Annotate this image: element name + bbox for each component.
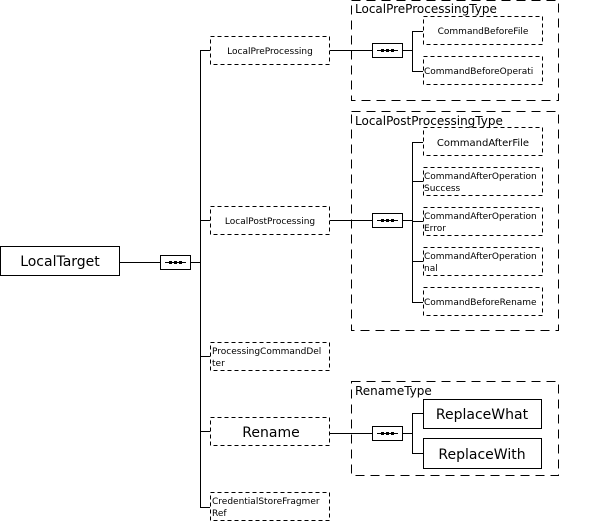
element-replacewhat[interactable]: ReplaceWhat xyxy=(412,399,542,429)
element-label: CommandAfterOperation xyxy=(424,252,537,262)
element-credentialstorefragmentref[interactable]: CredentialStoreFragmer Ref xyxy=(200,492,330,521)
group-title: LocalPostProcessingType xyxy=(355,114,503,128)
element-label-line2: Ref xyxy=(212,509,227,519)
element-localpostprocessing[interactable]: LocalPostProcessing xyxy=(200,206,330,235)
element-commandbeforefile[interactable]: CommandBeforeFile xyxy=(412,16,543,45)
element-label: CommandAfterOperation xyxy=(424,212,537,222)
group-title: LocalPreProcessingType xyxy=(355,2,497,16)
element-label: CommandBeforeFile xyxy=(438,27,529,37)
element-commandafteroperationsuccess[interactable]: CommandAfterOperation Success xyxy=(412,167,543,196)
element-commandafterfile[interactable]: CommandAfterFile xyxy=(412,127,543,156)
root-label: LocalTarget xyxy=(20,254,100,270)
sequence-icon xyxy=(372,43,403,58)
group-localpostprocessingtype: LocalPostProcessingType CommandAfterFile… xyxy=(330,111,559,331)
element-label-line2: Error xyxy=(424,224,446,234)
element-label-line2: nal xyxy=(424,264,438,274)
root-element-localtarget[interactable]: LocalTarget xyxy=(0,246,120,276)
element-label: LocalPreProcessing xyxy=(227,47,313,57)
element-label: CommandAfterFile xyxy=(437,138,529,149)
element-commandafteroperationfinal[interactable]: CommandAfterOperation nal xyxy=(412,247,543,276)
element-label: ProcessingCommandDel xyxy=(212,347,321,357)
element-commandbeforerename[interactable]: CommandBeforeRename xyxy=(412,287,543,316)
element-label-line2: Success xyxy=(424,184,461,194)
element-label: ReplaceWith xyxy=(438,447,525,463)
element-label-line2: ter xyxy=(212,359,225,369)
sequence-icon xyxy=(372,426,403,441)
element-label: Rename xyxy=(242,425,299,441)
element-commandafteroperationerror[interactable]: CommandAfterOperation Error xyxy=(412,207,543,236)
element-rename[interactable]: Rename xyxy=(200,417,330,446)
sequence-icon xyxy=(372,213,403,228)
element-label: LocalPostProcessing xyxy=(225,217,315,227)
element-label: CommandBeforeOperati xyxy=(424,67,533,77)
element-label: CommandAfterOperation xyxy=(424,172,537,182)
sequence-icon xyxy=(160,255,191,270)
group-renametype: RenameType ReplaceWhat ReplaceWith xyxy=(330,381,559,476)
group-localpreprocessingtype: LocalPreProcessingType CommandBeforeFile… xyxy=(330,0,559,101)
element-processingcommanddelimiter[interactable]: ProcessingCommandDel ter xyxy=(200,342,330,371)
element-localpreprocessing[interactable]: LocalPreProcessing xyxy=(200,36,330,65)
element-label: CommandBeforeRename xyxy=(424,298,537,308)
group-title: RenameType xyxy=(355,384,432,398)
element-label: ReplaceWhat xyxy=(436,407,529,423)
element-replacewith[interactable]: ReplaceWith xyxy=(412,438,542,469)
element-commandbeforeoperation[interactable]: CommandBeforeOperati xyxy=(412,56,543,85)
element-label: CredentialStoreFragmer xyxy=(212,497,320,507)
